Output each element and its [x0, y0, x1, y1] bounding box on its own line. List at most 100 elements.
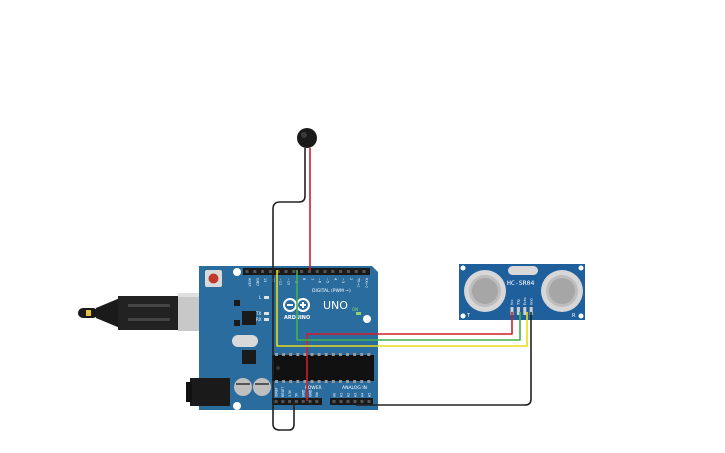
digital-pin[interactable]	[245, 270, 249, 273]
on-led	[356, 312, 361, 315]
digital-pin[interactable]	[331, 270, 335, 273]
digital-pin[interactable]	[300, 270, 304, 273]
analog-pin[interactable]	[339, 400, 343, 403]
tx-led	[264, 312, 269, 315]
digital-pin-label: ~10	[287, 278, 291, 285]
power-pin-label: IOREF	[274, 387, 278, 397]
sensor-pin-label: Gnd	[529, 298, 533, 305]
wires	[272, 148, 532, 431]
tx-led-label: TX	[255, 311, 261, 316]
digital-pin-label: TX→1	[357, 277, 361, 287]
digital-pin[interactable]	[307, 270, 311, 273]
mounting-hole	[233, 268, 241, 276]
arduino-logo	[283, 298, 310, 312]
usb-chip	[242, 311, 256, 325]
analog-header	[330, 398, 373, 405]
digital-pins	[245, 270, 366, 273]
sensor-pin[interactable]	[523, 307, 527, 315]
digital-pin-label: ~3	[341, 278, 345, 283]
analog-pin-label: A5	[367, 393, 371, 397]
wire-motor-ground[interactable]	[272, 148, 306, 431]
transmitter-mark: T	[466, 313, 471, 319]
crystal	[232, 335, 258, 347]
l-led	[264, 296, 269, 299]
atmega-chip	[272, 353, 374, 383]
digital-pin[interactable]	[346, 270, 350, 273]
digital-pin-label: GND	[255, 278, 259, 286]
power-pin-label: GND	[308, 389, 312, 397]
power-pin-label: 3.3V	[288, 389, 292, 397]
wire-sensor-trig[interactable]	[296, 270, 521, 341]
wire-sensor-echo[interactable]	[276, 270, 528, 347]
digital-pin[interactable]	[362, 270, 366, 273]
vibration-motor[interactable]	[297, 128, 317, 148]
digital-pin[interactable]	[292, 270, 296, 273]
analog-pin-label: A0	[332, 393, 336, 397]
analog-pin-label: A2	[346, 393, 350, 397]
sensor-pins	[510, 307, 533, 315]
power-pin[interactable]	[274, 400, 278, 403]
digital-pin-label: AREF	[248, 278, 252, 287]
digital-pin[interactable]	[261, 270, 265, 273]
sensor-pin[interactable]	[529, 307, 533, 315]
digital-pin[interactable]	[315, 270, 319, 273]
analog-pin[interactable]	[367, 400, 371, 403]
digital-pin[interactable]	[339, 270, 343, 273]
power-pin-label: RESET	[281, 387, 285, 397]
analog-pin[interactable]	[332, 400, 336, 403]
digital-pin-label: ~11	[279, 278, 283, 285]
analog-pin[interactable]	[360, 400, 364, 403]
power-pin[interactable]	[315, 400, 319, 403]
digital-pin[interactable]	[354, 270, 358, 273]
power-pin-label: GND	[302, 389, 306, 397]
sensor-pin[interactable]	[516, 307, 520, 315]
analog-pin[interactable]	[346, 400, 350, 403]
analog-pin-label: A3	[353, 393, 357, 397]
sensor-pin-label: Vcc	[510, 299, 514, 305]
power-pin[interactable]	[281, 400, 285, 403]
digital-pin-label: RX←0	[365, 278, 369, 288]
power-pin[interactable]	[308, 400, 312, 403]
digital-pin-label: 4	[333, 278, 337, 280]
power-pin[interactable]	[301, 400, 305, 403]
analog-pin[interactable]	[353, 400, 357, 403]
on-led-label: ON	[352, 307, 358, 312]
sensor-pin-label: Echo	[523, 297, 527, 305]
digital-pin-label: ~6	[318, 278, 322, 283]
power-pin[interactable]	[294, 400, 298, 403]
reset-button[interactable]	[205, 270, 222, 287]
rx-led	[264, 318, 269, 321]
digital-pin[interactable]	[323, 270, 327, 273]
digital-pin-label: 7	[310, 278, 314, 280]
wire-sensor-ground[interactable]	[356, 312, 532, 406]
model-label: UNO	[323, 299, 348, 312]
digital-header-label: DIGITAL (PWM ~)	[312, 288, 351, 294]
digital-pin[interactable]	[276, 270, 280, 273]
power-jack	[186, 378, 230, 406]
digital-header	[243, 268, 370, 275]
digital-pin[interactable]	[268, 270, 272, 273]
digital-pin[interactable]	[284, 270, 288, 273]
power-header-label: POWER	[305, 385, 322, 391]
bottom-pins	[274, 400, 371, 403]
wire-sensor-vcc[interactable]	[306, 312, 513, 401]
power-pin[interactable]	[288, 400, 292, 403]
sensor-name: HC-SR04	[507, 279, 534, 287]
capacitor	[234, 378, 252, 396]
receiver-transducer	[541, 270, 583, 312]
mounting-hole	[233, 402, 241, 410]
analog-pin-label: A4	[360, 393, 364, 397]
digital-pin-label: 2	[349, 278, 353, 280]
receiver-mark: R	[572, 313, 576, 319]
digital-pin[interactable]	[253, 270, 257, 273]
sensor-pin[interactable]	[510, 307, 514, 315]
regulator-chip	[242, 350, 256, 364]
analog-header-label: ANALOG IN	[342, 385, 367, 391]
rx-led-label: RX	[256, 317, 262, 322]
mounting-hole	[363, 315, 371, 323]
